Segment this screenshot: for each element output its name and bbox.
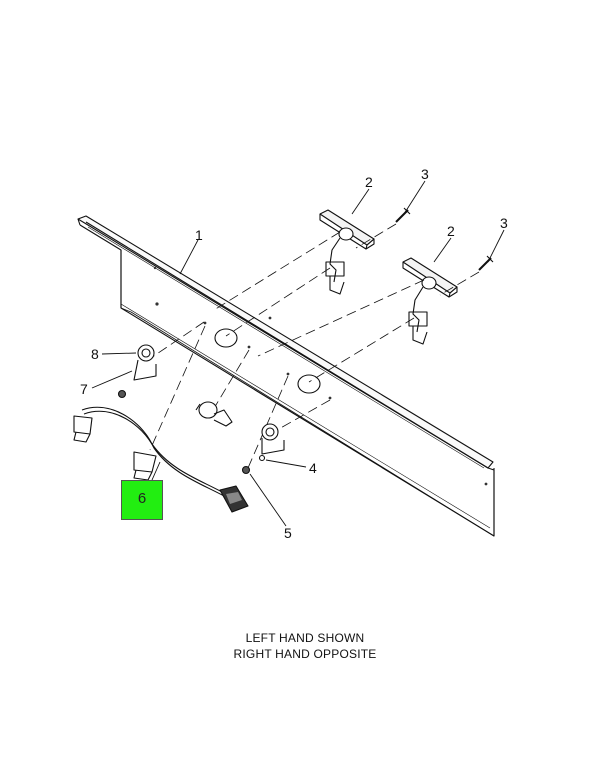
washer-right: [258, 454, 266, 462]
callout-8: 8: [91, 346, 99, 362]
screw-upper-right: [478, 255, 494, 271]
assembly-lines: [141, 223, 480, 469]
callout-6: 6: [137, 490, 147, 507]
callout-2-right: 2: [447, 223, 455, 239]
callout-3-right: 3: [500, 215, 508, 231]
wiring-harness: [73, 406, 249, 513]
callout-4: 4: [309, 460, 317, 476]
caption-line-2: RIGHT HAND OPPOSITE: [233, 647, 377, 661]
grommet-bracket-right: [261, 423, 285, 455]
screw-upper-left: [395, 207, 411, 223]
grommet-bracket-left: [133, 344, 157, 381]
callout-1: 1: [195, 227, 203, 243]
callout-2-left: 2: [365, 174, 373, 190]
callout-3-left: 3: [421, 166, 429, 182]
caption-line-1: LEFT HAND SHOWN: [245, 631, 365, 645]
leader-lines: [91, 180, 505, 527]
nut-right: [241, 465, 251, 475]
marker-lamp-upper-right: [402, 257, 458, 345]
nut-left: [117, 389, 127, 399]
clip-bracket-middle: [195, 401, 233, 427]
highlight-callout-box[interactable]: [121, 480, 163, 520]
callout-5: 5: [284, 525, 292, 541]
callout-7: 7: [80, 381, 88, 397]
marker-lamp-upper-left: [319, 209, 375, 295]
callout-labels: 1 2 3 2 3 8 7 4 5: [80, 166, 508, 541]
mounting-panel: [77, 215, 495, 537]
